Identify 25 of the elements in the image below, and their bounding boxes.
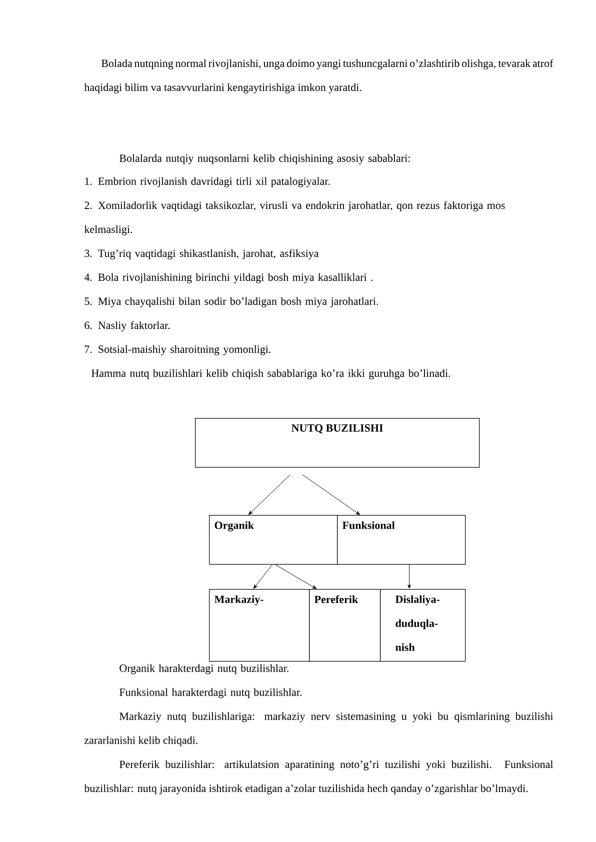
paragraph: 5. Miya chayqalishi bilan sodir bo’ladigan bosh miya jarohatlari. [84,297,378,308]
table-cell: Dislaliya- duduqla- nish [380,589,466,662]
paragraph: 2. Xomiladorlik vaqtidagi taksikozlar, virusli va endokrin jarohatlar, qon rezus faktoriga mos kelmasligi. [84,201,505,236]
paragraph: 3. Tug’riq vaqtidagi shikastlanish, jarohat, asfiksiya [84,249,319,260]
paragraph: 7. Sotsial-maishiy sharoitning yomonligi. [84,345,270,356]
paragraph: 4. Bola rivojlanishining birinchi yildagi bosh miya kasalliklari . [84,273,373,284]
paragraph: Hamma nutq buzilishlari kelib chiqish sabablariga ko’ra ikki guruhga bo’linadi. [92,369,450,380]
paragraph: 1. Embrion rivojlanish davridagi tirli xil patalogiyalar. [85,177,330,188]
table-cell: Funksional [337,515,466,565]
table-cell: Organik [209,515,338,565]
paragraph: Organik harakterdagi nutq buzilishlar. [120,664,288,674]
arrow [302,474,360,515]
table-cell: Markaziy- [209,589,310,662]
paragraph: Pereferik buzilishlar: artikulatsion aparatining noto’g’ri tuzilishi yoki buzilishi. Funksional buzilishlar: nutq jarayonida ishtirok etadigan a’zolar tuzilishida hech qanday o’zgarishlar bo’lmaydi. [84,760,554,794]
arrow [248,474,291,515]
paragraph: 6. Nasliy faktorlar. [84,321,170,332]
paragraph: Funksional harakterdagi nutq buzilishlar. [120,688,302,698]
title-box: NUTQ BUZILISHI [195,418,480,468]
paragraph: Bolada nutqning normal rivojlanishi, unga doimo yangi tushuncgalarni o’zlashtirib olishga, tevarak atrof haqidagi bilim va tasavvurlarini kengaytirishiga imkon yaratdi. [84,59,554,94]
table-cell: Pereferik [309,589,381,662]
arrow [275,564,316,589]
arrow [408,564,411,589]
paragraph: Markaziy nutq buzilishlariga: markaziy nerv sistemasining u yoki bu qismlarining buzilishi zararlanishi kelib chiqadi. [84,712,554,746]
arrow [253,564,273,589]
paragraph: Bolalarda nutqiy nuqsonlarni kelib chiqishining asosiy sabablari: [120,154,410,164]
